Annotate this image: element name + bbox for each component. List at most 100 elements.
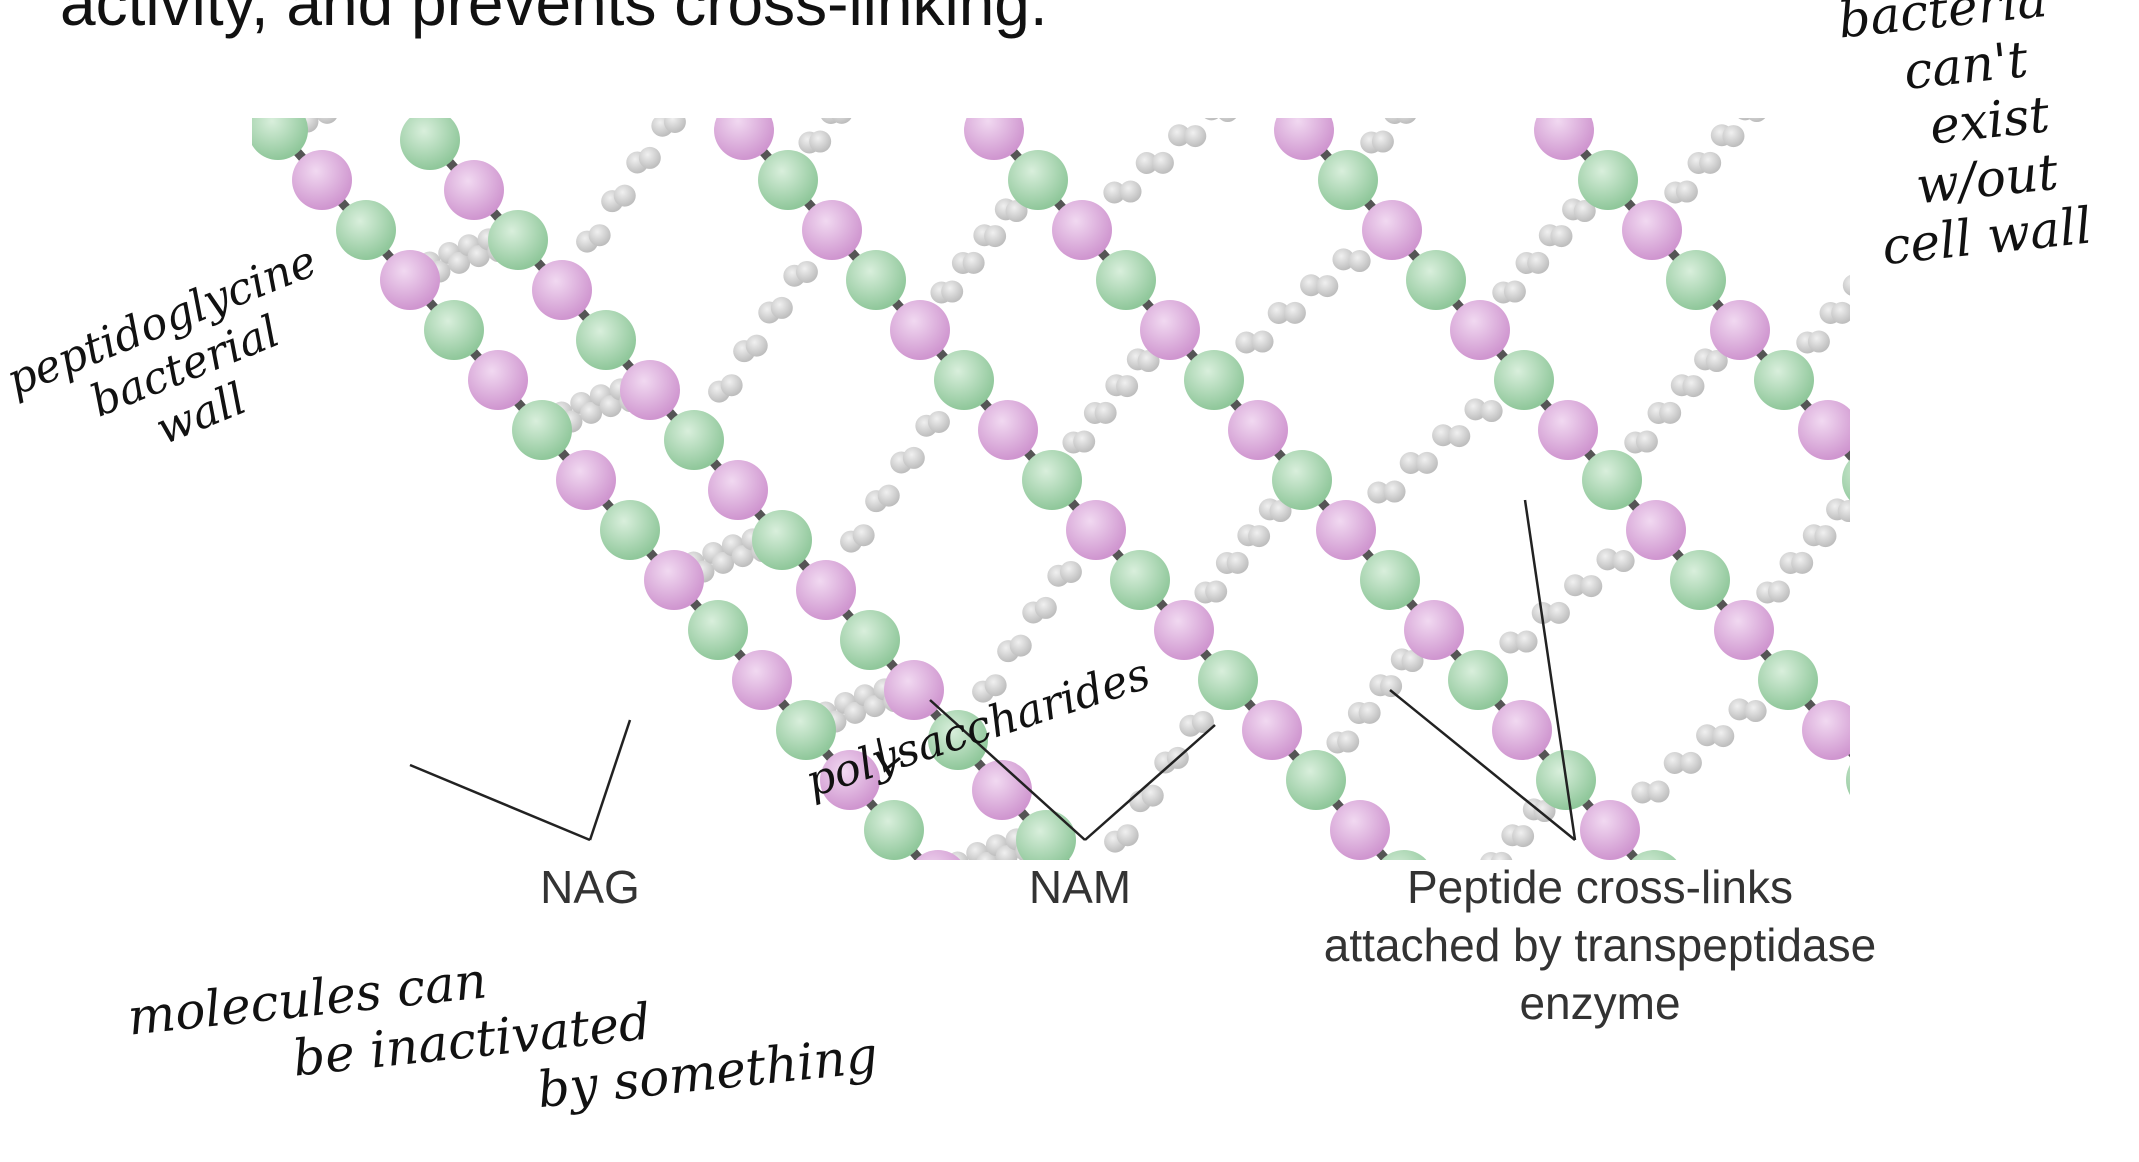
cross-link-bead (355, 90, 377, 112)
nag-sugar (928, 710, 988, 770)
nag-sugar (1184, 350, 1244, 410)
leader-line (588, 719, 632, 841)
cross-link-bead (1205, 580, 1228, 603)
nag-sugar (1758, 650, 1818, 710)
nam-sugar (915, 850, 961, 860)
cross-link-bead (1034, 596, 1057, 619)
label-leader-lines (409, 499, 1577, 842)
cross-link-bead (2118, 575, 2139, 597)
cross-link-bead (1316, 275, 1339, 298)
cross-link-bead (1503, 280, 1526, 303)
cross-link-bead (1332, 248, 1355, 271)
glycosidic-bond (1786, 1030, 1830, 1080)
cross-link-bead (1248, 525, 1271, 548)
nag-sugar (488, 210, 548, 270)
nag-sugar (1578, 150, 1638, 210)
nam-sugar (1066, 500, 1126, 560)
glycosidic-bond (1178, 990, 1222, 1040)
cross-link-bead (731, 545, 754, 568)
nag-sugar (424, 300, 484, 360)
cross-link-bead (1116, 824, 1139, 847)
nam-sugar (1316, 500, 1376, 560)
nag-sugar (576, 310, 636, 370)
nam-sugar (802, 200, 862, 260)
cross-link-bead (1527, 251, 1550, 274)
nam-sugar (714, 118, 774, 160)
cross-link-bead (1963, 452, 1985, 474)
cross-link-bead (1837, 500, 1850, 523)
nag-sugar (1192, 1010, 1252, 1070)
cross-link-bead (1975, 424, 1997, 446)
cross-link-bead (2055, 852, 2077, 874)
nam-sugar (964, 118, 1024, 160)
nag-sugar (1550, 1050, 1610, 1110)
glycosidic-bond (1134, 940, 1178, 990)
nam-sugar (1974, 600, 2034, 660)
cross-link-bead (1573, 200, 1596, 223)
cross-link-bead (1712, 725, 1735, 748)
nam-sugar (444, 160, 504, 220)
nam-sugar (1978, 900, 2038, 960)
cross-link-bead (770, 296, 793, 319)
nag-sugar (400, 118, 460, 170)
cross-link-bead (1236, 981, 1258, 1003)
nag-sugar (1666, 250, 1726, 310)
cross-link-bead (2072, 631, 2094, 653)
nam-sugar (1890, 800, 1950, 860)
glycosidic-bond (2052, 980, 2096, 1030)
cross-link-bead (2020, 881, 2042, 903)
nam-sugar (620, 360, 680, 420)
cross-link-bead (1442, 50, 1464, 72)
cross-link-bead (2067, 824, 2089, 846)
cross-link-bead (1696, 724, 1719, 747)
cross-link-bead (638, 146, 661, 169)
cross-link-bead (1791, 551, 1814, 574)
glycosidic-bond (2092, 730, 2136, 780)
cross-link-bead (1453, 24, 1475, 46)
cross-link-bead (448, 251, 471, 274)
cross-link-bead (1269, 500, 1292, 523)
cross-link-bead (874, 50, 896, 72)
cross-link-bead (1814, 525, 1837, 548)
glycosidic-bond (1026, 980, 1070, 1030)
cross-link-bead (1116, 375, 1139, 398)
nam-sugar (1084, 1050, 1144, 1110)
cross-link-bead (1251, 330, 1274, 353)
nag-sugar (1842, 459, 1850, 501)
cross-link-bead (1137, 350, 1160, 373)
glycosidic-bond (1266, 1090, 1310, 1140)
cross-link-bead (745, 334, 768, 357)
nam-sugar (972, 760, 1032, 820)
nam-sugar (996, 950, 1056, 1010)
nag-sugar (2106, 750, 2139, 810)
cross-link-bead (984, 674, 1007, 697)
nag-sugar (688, 600, 748, 660)
cross-link-bead (2044, 852, 2066, 874)
cross-link-bead (1596, 548, 1619, 571)
cross-link-bead (1415, 451, 1438, 474)
cross-link-bead (712, 551, 735, 574)
nam-sugar (1802, 700, 1850, 760)
leader-line (1389, 689, 1576, 841)
nam-sugar (1274, 118, 1334, 160)
cross-link-bead (2021, 374, 2043, 396)
cross-link-bead (1432, 424, 1455, 447)
nam-sugar (1886, 500, 1946, 560)
cross-link-bead (1103, 181, 1126, 204)
glycosidic-bond (2008, 930, 2052, 980)
cross-link-bead (1842, 274, 1850, 296)
nag-sugar (336, 200, 396, 260)
glycosidic-bond (1872, 480, 1916, 530)
cross-link-bead (927, 410, 950, 433)
nag-sugar (920, 50, 980, 110)
cross-link-bead (1337, 730, 1360, 753)
cross-link-bead (1631, 781, 1654, 804)
glycosidic-bond (1916, 530, 1960, 580)
cross-link-bead (863, 48, 885, 70)
nag-sugar (1016, 810, 1076, 860)
glycosidic-bond (1580, 1080, 1624, 1130)
cross-link-bead (2032, 881, 2054, 903)
peptide-cross-links-label: Peptide cross-links attached by transpep… (1323, 861, 1877, 1029)
cross-link-bead (1348, 250, 1371, 273)
cross-link-bead (1705, 350, 1728, 373)
